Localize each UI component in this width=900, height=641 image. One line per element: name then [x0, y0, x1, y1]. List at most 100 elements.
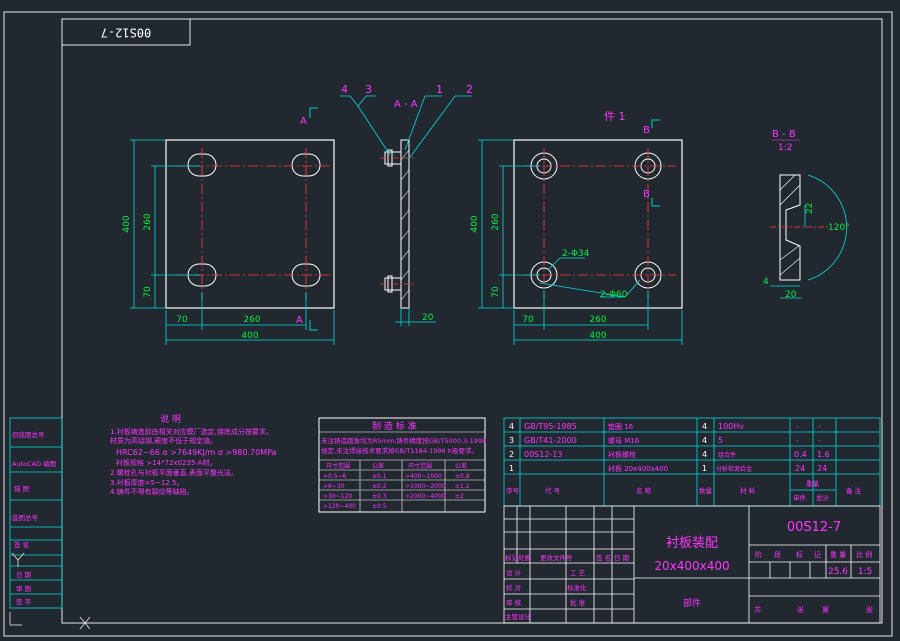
- svg-text:A - A: A - A: [394, 99, 418, 110]
- svg-text:260: 260: [491, 213, 501, 230]
- svg-text:单件: 单件: [793, 493, 807, 502]
- svg-text:材质为高锰钢,硬度不低于规定值。: 材质为高锰钢,硬度不低于规定值。: [110, 436, 217, 445]
- svg-text:24: 24: [795, 464, 805, 473]
- svg-text:4.铸件不得有裂纹等缺陷。: 4.铸件不得有裂纹等缺陷。: [110, 487, 194, 496]
- svg-text:审 图: 审 图: [16, 584, 31, 593]
- svg-text:±0.1: ±0.1: [372, 473, 387, 480]
- svg-text:第: 第: [822, 605, 829, 614]
- svg-text:±0.2: ±0.2: [372, 483, 387, 490]
- title-block-text: 衬板装配 20x400x400 部件 00S12-7 阶 段 标 记 重 量 比…: [505, 520, 873, 621]
- svg-text:备 注: 备 注: [846, 486, 862, 495]
- svg-text:更改文件号: 更改文件号: [540, 553, 573, 562]
- svg-text:>0.5~6: >0.5~6: [323, 473, 347, 480]
- svg-text:制 造 标 准: 制 造 标 准: [372, 420, 417, 432]
- svg-text:衬板螺栓: 衬板螺栓: [608, 450, 636, 459]
- front-dimensions: [130, 139, 335, 345]
- svg-text:B: B: [643, 125, 650, 136]
- svg-text:总计: 总计: [816, 493, 830, 502]
- svg-text:±2: ±2: [455, 493, 464, 500]
- svg-text:处数: 处数: [518, 553, 532, 562]
- svg-text:重 量: 重 量: [830, 551, 846, 559]
- assembly-category: 部件: [683, 597, 701, 609]
- side-strip: [9, 417, 63, 609]
- svg-text:20: 20: [785, 290, 797, 300]
- svg-text:数量: 数量: [699, 486, 713, 495]
- detail-view: B - B 1:2 120° 22 4 20: [763, 129, 850, 300]
- svg-text:标: 标: [796, 550, 803, 559]
- svg-text:70: 70: [176, 315, 188, 325]
- svg-text:±0.3: ±0.3: [372, 493, 387, 500]
- svg-text:70: 70: [522, 315, 534, 325]
- svg-text:公差: 公差: [455, 462, 467, 470]
- part-dimensions: [478, 139, 683, 345]
- svg-text:未注铸造圆角均为R5mm,铸件精度按GB/T5000.3-1: 未注铸造圆角均为R5mm,铸件精度按GB/T5000.3-1998: [321, 436, 486, 445]
- svg-text:件 1: 件 1: [604, 110, 626, 123]
- svg-text:A: A: [300, 116, 307, 127]
- svg-text:主管设计: 主管设计: [505, 612, 532, 621]
- svg-text:>30~120: >30~120: [323, 493, 352, 500]
- svg-text:日 期: 日 期: [16, 571, 32, 579]
- svg-text:GB/T95-1985: GB/T95-1985: [524, 422, 577, 431]
- svg-text:4: 4: [341, 83, 348, 96]
- svg-text:标记: 标记: [505, 553, 519, 562]
- side-strip-text: 旧底图总号 AutoCAD 编图 描 图 底图总号 签 名 日 期 审 图 签 …: [12, 430, 56, 606]
- svg-text:2: 2: [466, 83, 473, 96]
- ucs-icon: [9, 552, 91, 630]
- svg-text:校 对: 校 对: [506, 583, 522, 592]
- drawing-number: 00S12-7: [787, 520, 841, 535]
- svg-text:>400~1000: >400~1000: [405, 473, 442, 480]
- title-block: [503, 505, 881, 624]
- svg-text:垫圈 16: 垫圈 16: [608, 422, 634, 431]
- svg-text:>120~400: >120~400: [323, 503, 356, 510]
- svg-text:400: 400: [589, 331, 606, 341]
- svg-text:张: 张: [866, 605, 873, 614]
- svg-text:1: 1: [702, 464, 707, 473]
- svg-text:4: 4: [763, 277, 769, 287]
- svg-text:4: 4: [702, 422, 707, 431]
- svg-text:120°: 120°: [828, 223, 850, 233]
- svg-text:70: 70: [491, 286, 501, 298]
- svg-text:A: A: [296, 315, 303, 326]
- svg-text:2: 2: [509, 450, 514, 459]
- drawing-number-top: 00S12-7: [101, 26, 152, 40]
- bom-text: 4 GB/T95-1985 垫圈 16 4 100Hv - - 3 GB/T41…: [506, 422, 862, 502]
- svg-text:2-Φ60: 2-Φ60: [600, 290, 628, 300]
- svg-text:5: 5: [718, 436, 723, 445]
- svg-text:B - B: B - B: [772, 129, 796, 140]
- svg-text:共: 共: [754, 605, 761, 614]
- svg-text:规定,未注焊接技术要求按GB/T1184-1996 K级要求: 规定,未注焊接技术要求按GB/T1184-1996 K级要求。: [321, 446, 478, 455]
- svg-text:底图总号: 底图总号: [12, 513, 39, 522]
- front-view: A A: [165, 107, 335, 331]
- svg-text:-: -: [796, 422, 799, 431]
- section-view: 4 3 1 2 A - A 20: [340, 83, 473, 326]
- svg-text:260: 260: [143, 213, 153, 230]
- svg-text:400: 400: [470, 215, 480, 232]
- svg-text:标准化: 标准化: [567, 583, 587, 592]
- svg-text:4: 4: [509, 422, 514, 431]
- svg-text:材 料: 材 料: [740, 486, 756, 495]
- svg-text:尺寸范围: 尺寸范围: [326, 462, 350, 470]
- svg-text:2-Φ34: 2-Φ34: [562, 249, 590, 259]
- svg-text:签 名: 签 名: [14, 540, 29, 549]
- svg-text:说 明: 说 明: [160, 413, 181, 425]
- svg-text:比 例: 比 例: [856, 550, 872, 559]
- svg-text:代 号: 代 号: [545, 486, 561, 495]
- svg-text:260: 260: [589, 315, 606, 325]
- svg-text:螺母 M16: 螺母 M16: [608, 436, 640, 445]
- svg-text:旧底图总号: 旧底图总号: [12, 430, 45, 439]
- svg-text:70: 70: [143, 286, 153, 298]
- svg-text:>2000~4000: >2000~4000: [405, 493, 446, 500]
- svg-text:1:2: 1:2: [778, 143, 792, 153]
- svg-text:00S12-13: 00S12-13: [524, 450, 563, 459]
- svg-text:1: 1: [436, 83, 443, 96]
- svg-text:AutoCAD 编图: AutoCAD 编图: [12, 459, 56, 468]
- svg-text:记: 记: [814, 551, 821, 559]
- svg-text:4: 4: [702, 436, 707, 445]
- svg-text:HRC62~66 α >7649KJ/m σ >980.: HRC62~66 α >7649KJ/m σ >980.70MPa: [116, 448, 277, 457]
- svg-text:B: B: [643, 189, 650, 200]
- mfg-standard-table: 制 造 标 准 未注铸造圆角均为R5mm,铸件精度按GB/T5000.3-199…: [318, 417, 486, 513]
- svg-text:衬板 20x400x400: 衬板 20x400x400: [608, 464, 668, 473]
- svg-text:签 字: 签 字: [16, 597, 32, 606]
- svg-text:衬板规格 >14*72x0235-A材。: 衬板规格 >14*72x0235-A材。: [116, 458, 217, 467]
- svg-text:描 图: 描 图: [14, 484, 29, 493]
